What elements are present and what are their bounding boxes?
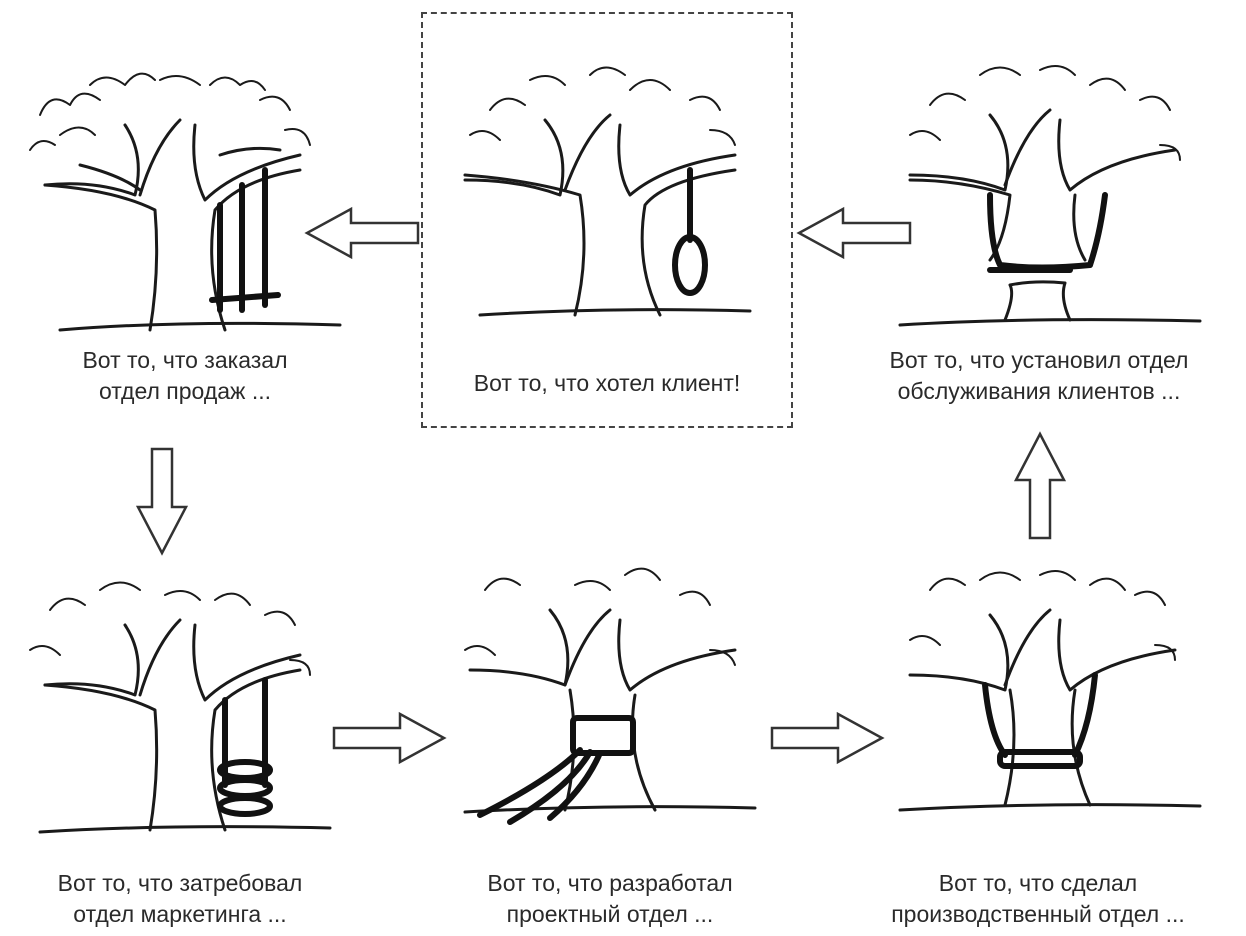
tree-trunk — [463, 113, 752, 317]
caption-marketing-line1: Вот то, что затребовал — [57, 870, 303, 896]
rope-wrap — [477, 715, 636, 825]
tree-canopy — [29, 581, 311, 676]
tree-marketing-drawing — [29, 581, 332, 834]
swing-sales — [209, 167, 281, 313]
tree-design-drawing — [463, 567, 757, 825]
tree-service-drawing — [898, 65, 1202, 327]
tree-trunk — [898, 108, 1202, 327]
tree-canopy — [469, 66, 736, 146]
tree-canopy — [909, 65, 1181, 161]
tree-trunk — [463, 608, 757, 814]
client-panel-frame — [421, 12, 793, 428]
caption-client: Вот то, что хотел клиент! — [425, 368, 789, 399]
caption-marketing-line2: отдел маркетинга ... — [73, 901, 287, 927]
tree-canopy — [909, 570, 1176, 661]
caption-sales: Вот то, что заказал отдел продаж ... — [20, 345, 350, 407]
caption-service: Вот то, что установил отдел обслуживания… — [843, 345, 1235, 407]
caption-design: Вот то, что разработал проектный отдел .… — [425, 868, 795, 930]
arrow-service-to-client — [796, 206, 912, 260]
arrow-sales-to-marketing — [135, 447, 189, 556]
tree-trunk — [43, 118, 342, 332]
caption-marketing: Вот то, что затребовал отдел маркетинга … — [10, 868, 350, 930]
caption-client-line1: Вот то, что хотел клиент! — [473, 370, 741, 396]
caption-design-line2: проектный отдел ... — [506, 901, 714, 927]
caption-production-line2: производственный отдел ... — [891, 901, 1185, 927]
arrow-design-to-production — [770, 711, 885, 765]
caption-production: Вот то, что сделал производственный отде… — [838, 868, 1238, 930]
tree-canopy — [29, 72, 311, 151]
caption-service-line2: обслуживания клиентов ... — [897, 378, 1181, 404]
caption-service-line1: Вот то, что установил отдел — [889, 347, 1189, 373]
caption-production-line1: Вот то, что сделал — [938, 870, 1138, 896]
tree-client-drawing — [463, 66, 752, 317]
arrow-client-to-sales — [304, 206, 420, 260]
tree-trunk — [38, 618, 332, 834]
arrow-production-to-service — [1013, 431, 1067, 540]
swing-production — [982, 672, 1098, 769]
swing-marketing — [217, 677, 273, 817]
caption-sales-line1: Вот то, что заказал — [82, 347, 288, 373]
caption-design-line1: Вот то, что разработал — [487, 870, 733, 896]
arrow-marketing-to-design — [332, 711, 447, 765]
tree-canopy — [464, 567, 736, 666]
tree-sales-drawing — [29, 72, 342, 332]
tire-swing — [672, 167, 708, 296]
tree-production-drawing — [898, 570, 1202, 812]
swing-service — [987, 192, 1108, 273]
tree-trunk — [898, 608, 1202, 812]
caption-sales-line2: отдел продаж ... — [98, 378, 271, 404]
